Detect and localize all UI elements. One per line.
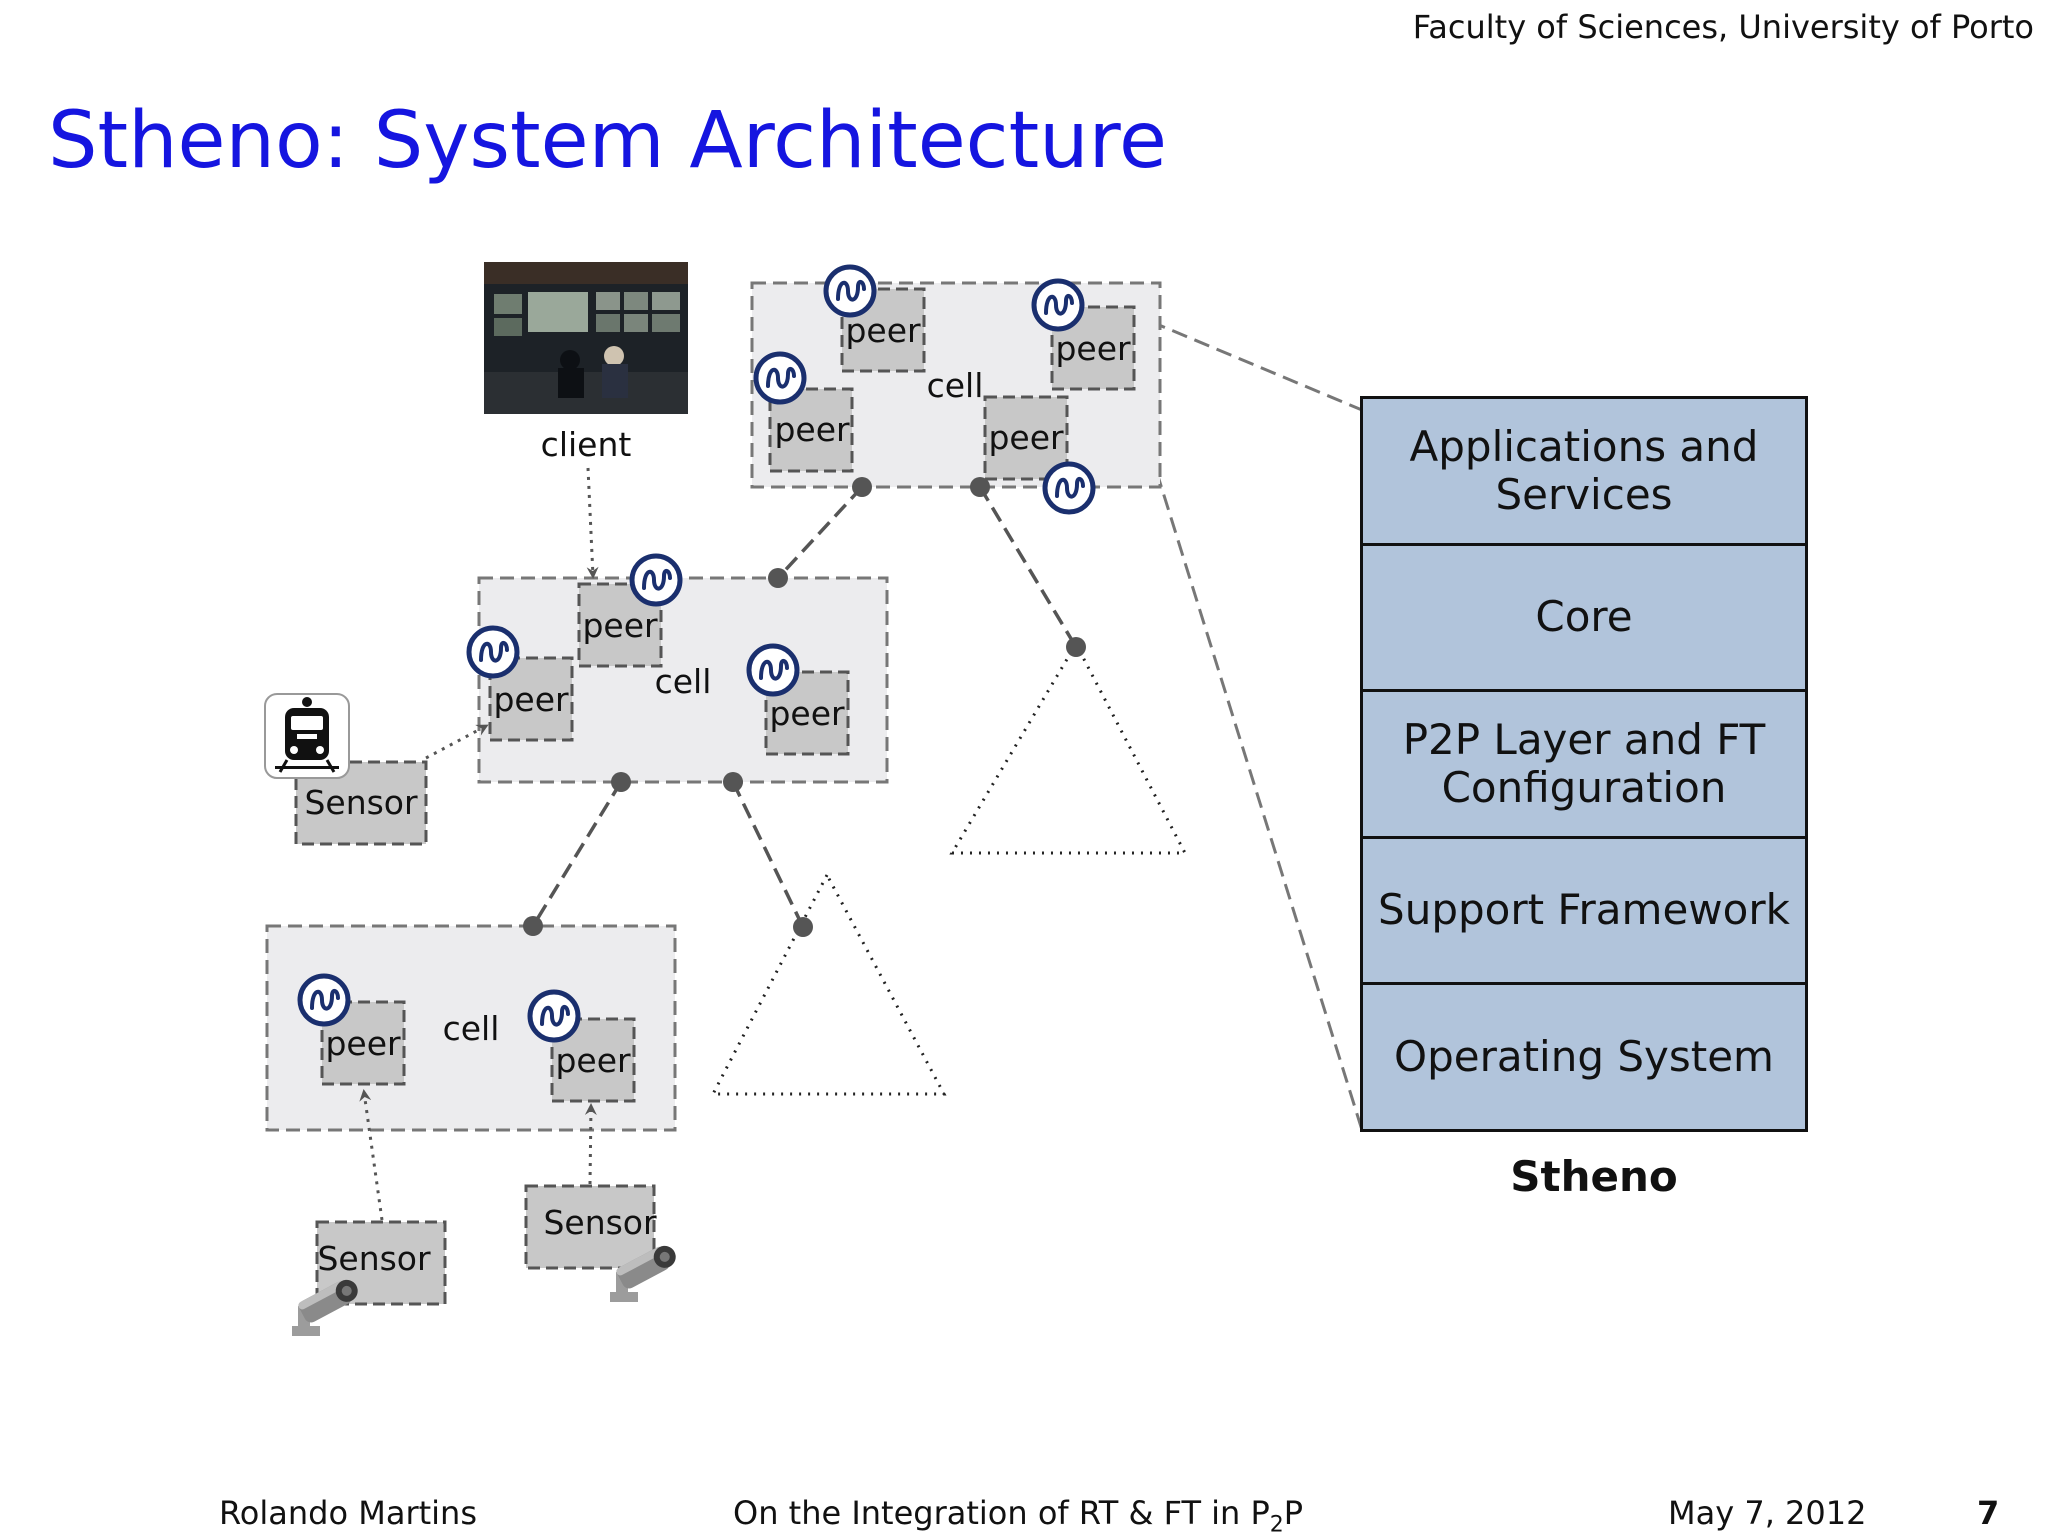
footer-author: Rolando Martins [219,1494,477,1532]
peer-box [983,395,1069,481]
sensor-label: Sensor [317,1239,431,1278]
train-icon [264,693,350,779]
link-middle-to-subtree [731,781,805,928]
cell-label: cell [655,662,712,701]
footer-talk-title-prefix: On the Integration of RT & FT in P [733,1494,1270,1532]
sensor-label: Sensor [543,1203,657,1242]
footer-talk-title-sub: 2 [1269,1512,1284,1537]
node [768,568,788,588]
stack-layer-p2p: P2P Layer and FT Configuration [1363,692,1805,839]
node [793,917,813,937]
peer-label: peer [988,418,1064,457]
peer-label: peer [325,1024,401,1063]
footer-date: May 7, 2012 [1668,1494,1867,1532]
peer-label: peer [774,410,850,449]
stheno-badge-icon [632,556,680,604]
control-room-photo [484,262,688,414]
stheno-badge-icon [756,354,804,402]
header-institution: Faculty of Sciences, University of Porto [1412,8,2034,46]
stack-layer-applications: Applications and Services [1363,399,1805,546]
peer-label: peer [845,311,921,350]
stheno-badge-icon [300,976,348,1024]
stack-label: Stheno [1510,1152,1678,1201]
sensor-link [359,1089,384,1221]
node [611,772,631,792]
sensor-label: Sensor [304,783,418,822]
stheno-badge-icon [749,646,797,694]
footer-talk-title-suffix: P [1283,1494,1304,1532]
subtree-middle [710,871,947,1096]
footer-talk-title: On the Integration of RT & FT in P2P [733,1494,1303,1537]
link-top-to-middle [776,485,864,580]
security-camera-icon [610,1245,676,1302]
stack-layer-os: Operating System [1394,1032,1774,1082]
stheno-badge-icon [530,992,578,1040]
node [723,772,743,792]
stack-layer-support: Support Framework [1363,839,1805,986]
train-sensor-link [425,724,489,760]
cell-label: cell [443,1009,500,1048]
peer-label: peer [582,606,658,645]
peer-label: peer [555,1041,631,1080]
peer-label: peer [1055,329,1131,368]
subtree-right [949,640,1188,855]
sensor-box [524,1184,656,1270]
peer-label: peer [493,680,569,719]
node [1066,637,1086,657]
stheno-badge-icon [1034,281,1082,329]
node [970,477,990,497]
stheno-badge-icon [1045,464,1093,512]
stack-layer-core: Core [1363,546,1805,693]
node [852,477,872,497]
client-label: client [541,425,632,464]
node [523,916,543,936]
client-link [586,467,599,579]
stheno-badge-icon [469,628,517,676]
projection-line-bottom [1126,379,1364,1131]
security-camera-icon [292,1279,358,1336]
stheno-stack: Applications and Services Core P2P Layer… [1360,396,1808,1132]
cell-label: cell [927,366,984,405]
projection-line-top [1127,310,1363,412]
sensor-link [584,1103,597,1185]
stheno-badge-icon [826,267,874,315]
footer-page-number: 7 [1977,1494,2000,1532]
peer-label: peer [769,694,845,733]
link-middle-to-bottom [531,781,623,927]
slide-title: Stheno: System Architecture [48,96,1167,186]
link-top-to-subtree [978,486,1078,648]
